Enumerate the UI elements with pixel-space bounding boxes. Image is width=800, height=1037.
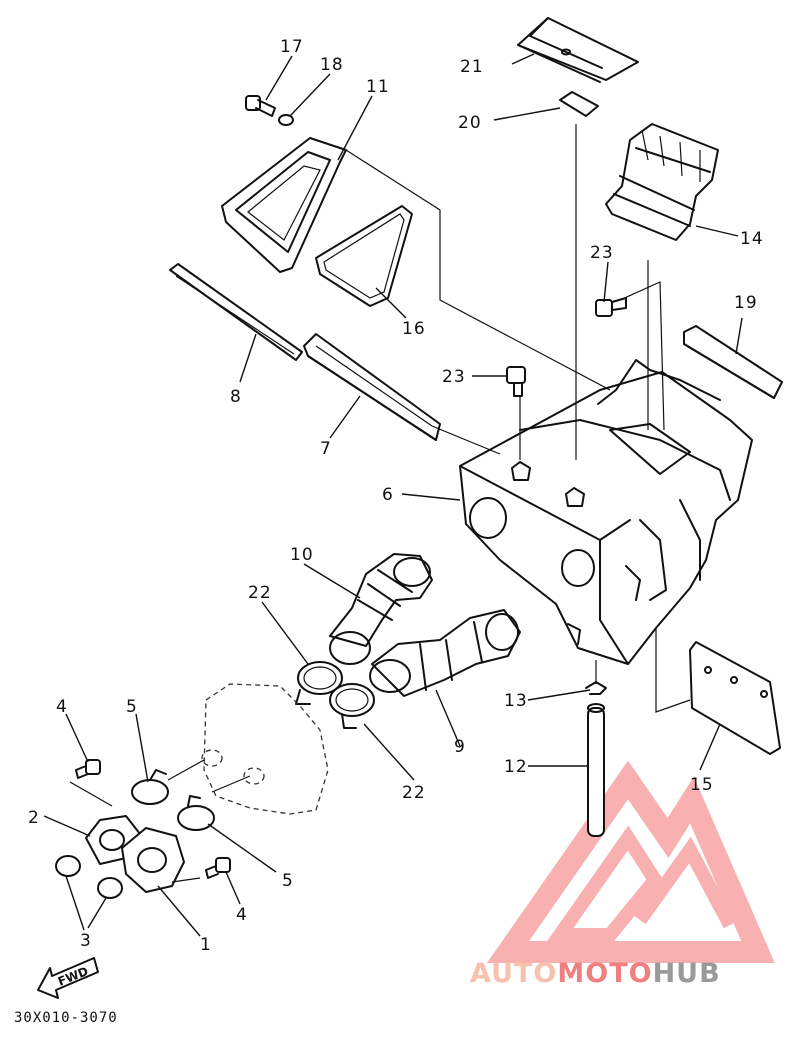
callout-16: 16 — [402, 319, 426, 339]
part-11-filter-frame — [221, 137, 347, 273]
part-1-joint — [121, 827, 185, 893]
part-18-washer — [278, 114, 294, 126]
part-6-airbox — [459, 359, 753, 665]
callout-2: 2 — [28, 808, 40, 828]
callout-7: 7 — [320, 439, 332, 459]
part-7-element — [303, 333, 441, 441]
drawing-code: 30X010-3070 — [14, 1010, 118, 1026]
part-19-bar — [683, 325, 783, 399]
part-13-clip — [585, 681, 607, 695]
callout-5-lower: 5 — [282, 871, 294, 891]
assembly-lines — [69, 124, 691, 883]
part-20-pad — [559, 91, 599, 117]
callout-22-upper: 22 — [248, 583, 272, 603]
callout-12: 12 — [504, 757, 528, 777]
callout-17: 17 — [280, 37, 304, 57]
callout-4-upper: 4 — [56, 697, 68, 717]
callout-4-lower: 4 — [236, 905, 248, 925]
callout-11: 11 — [366, 77, 390, 97]
part-3-oring-a — [55, 855, 81, 877]
callout-15: 15 — [690, 775, 714, 795]
part-8-element — [169, 263, 303, 361]
part-23-bolt-a — [506, 366, 526, 397]
part-9-intake-boot — [369, 609, 521, 697]
callout-1: 1 — [200, 935, 212, 955]
fwd-arrow: FWD — [37, 957, 99, 999]
part-5-clamp-b — [177, 795, 215, 831]
part-4-bolt-b — [205, 857, 231, 879]
callout-3: 3 — [80, 931, 92, 951]
part-4-bolt-a — [75, 759, 101, 779]
callout-21: 21 — [460, 57, 484, 77]
callout-5-upper: 5 — [126, 697, 138, 717]
part-16-seal — [315, 205, 413, 307]
callout-6: 6 — [382, 485, 394, 505]
callout-19: 19 — [734, 293, 758, 313]
callout-18: 18 — [320, 55, 344, 75]
callout-23-left: 23 — [442, 367, 466, 387]
leader-lines — [43, 53, 743, 937]
callout-22-lower: 22 — [402, 783, 426, 803]
callout-14: 14 — [740, 229, 764, 249]
callout-9: 9 — [454, 737, 466, 757]
part-17-bolt — [245, 95, 276, 117]
part-23-bolt-b — [595, 297, 627, 317]
callout-13: 13 — [504, 691, 528, 711]
callout-23-right: 23 — [590, 243, 614, 263]
part-12-drain-pipe — [587, 703, 605, 837]
part-21-cap — [517, 17, 639, 83]
watermark-brand: AUTOMOTOHUB — [470, 958, 721, 989]
part-14-duct — [605, 123, 719, 241]
part-3-oring-b — [97, 877, 123, 899]
callout-8: 8 — [230, 387, 242, 407]
part-10-intake-boot — [329, 553, 433, 665]
callout-20: 20 — [458, 113, 482, 133]
part-5-clamp-a — [131, 769, 169, 805]
part-22-clamp-a — [295, 661, 343, 705]
watermark-logo — [486, 760, 775, 963]
callout-10: 10 — [290, 545, 314, 565]
part-15-plate — [689, 641, 781, 755]
part-22-clamp-b — [329, 683, 375, 729]
